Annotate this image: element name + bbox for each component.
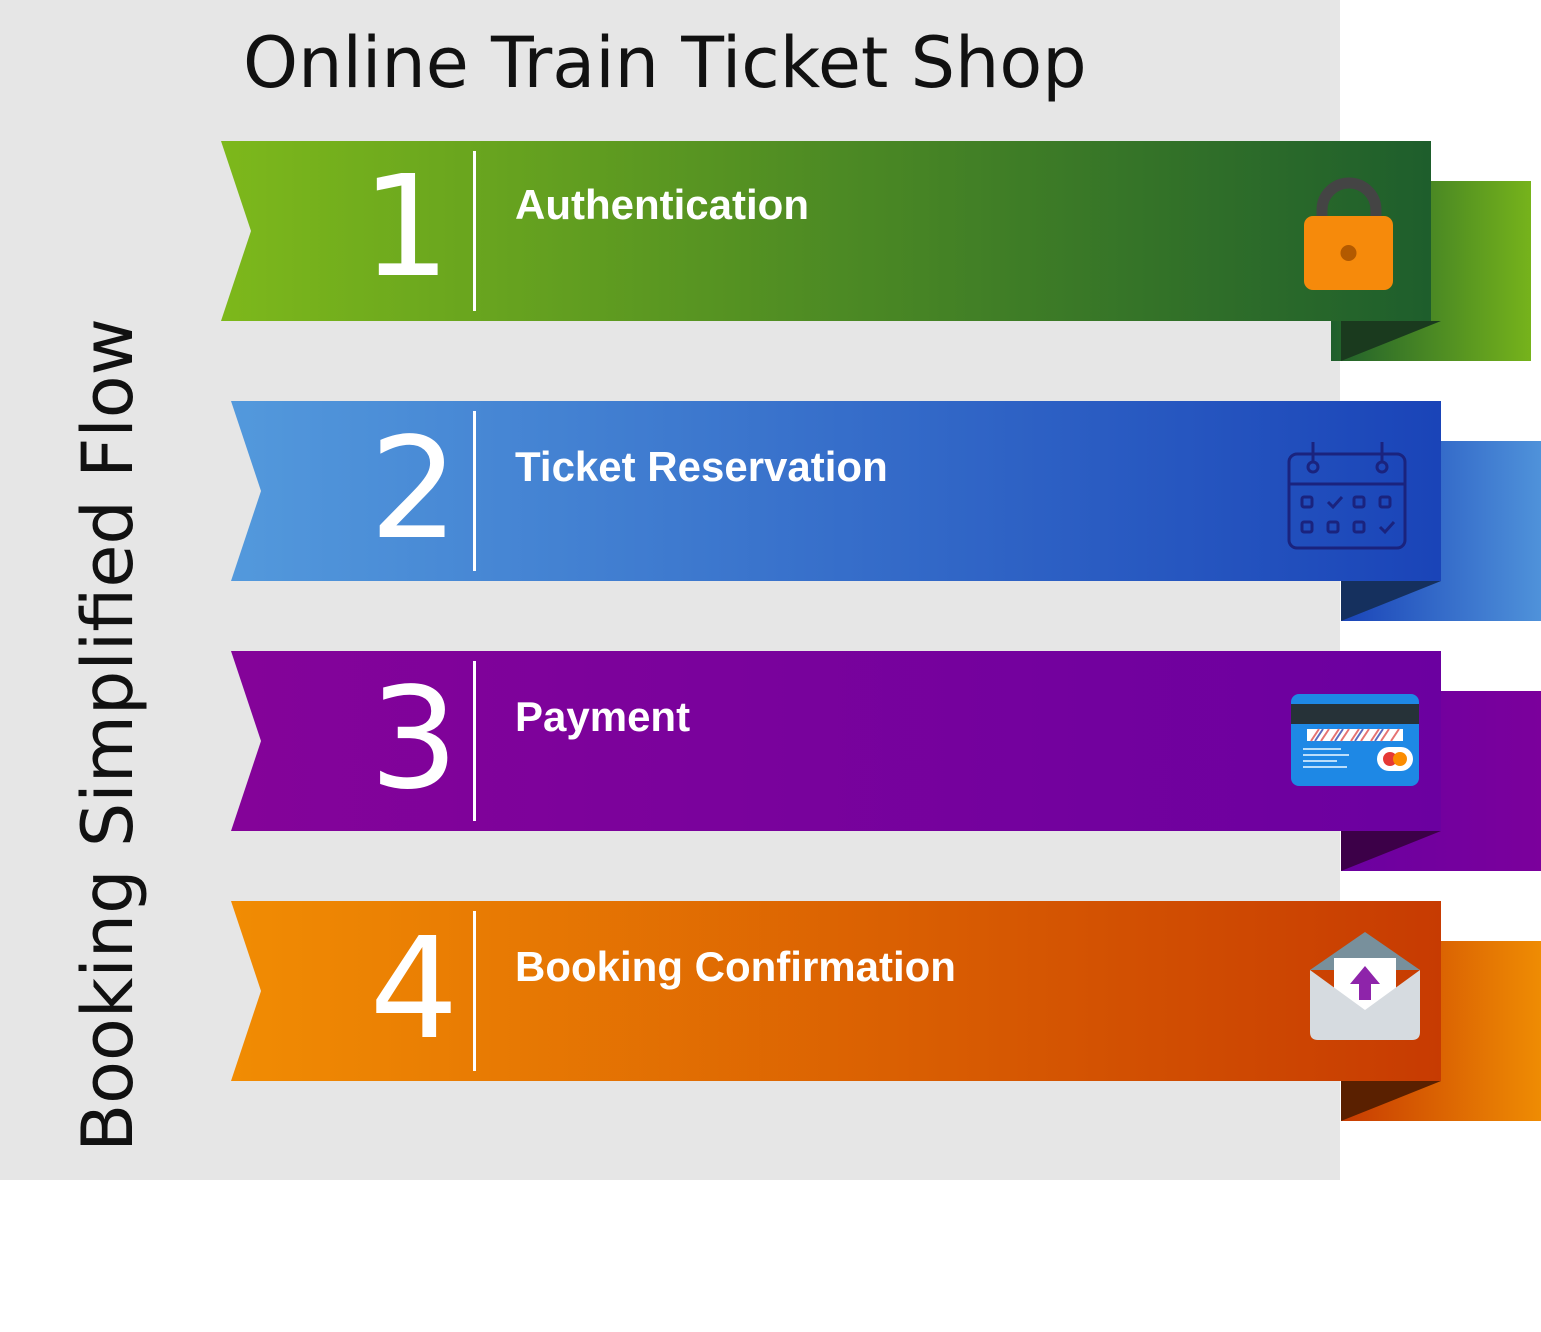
step-1-band bbox=[221, 141, 1431, 321]
calendar-icon bbox=[1284, 436, 1410, 558]
side-label: Booking Simplified Flow bbox=[67, 318, 149, 1152]
step-2-divider bbox=[473, 411, 476, 571]
step-2-label: Ticket Reservation bbox=[515, 443, 888, 490]
step-3-band bbox=[231, 651, 1441, 831]
step-4-label: Booking Confirmation bbox=[515, 943, 956, 990]
step-1-label: Authentication bbox=[515, 181, 809, 228]
step-4-number: 4 bbox=[369, 908, 459, 1071]
step-2-number: 2 bbox=[369, 408, 459, 571]
step-4-band bbox=[231, 901, 1441, 1081]
step-1-divider bbox=[473, 151, 476, 311]
step-3-number: 3 bbox=[369, 658, 459, 821]
step-2-band bbox=[231, 401, 1441, 581]
padlock-icon bbox=[1300, 176, 1398, 298]
step-1-number: 1 bbox=[361, 146, 451, 309]
step-4-divider bbox=[473, 911, 476, 1071]
credit-card-icon bbox=[1291, 692, 1419, 792]
step-3-label: Payment bbox=[515, 693, 691, 740]
envelope-upload-icon bbox=[1310, 928, 1420, 1046]
page-title: Online Train Ticket Shop bbox=[243, 22, 1087, 104]
step-3-divider bbox=[473, 661, 476, 821]
